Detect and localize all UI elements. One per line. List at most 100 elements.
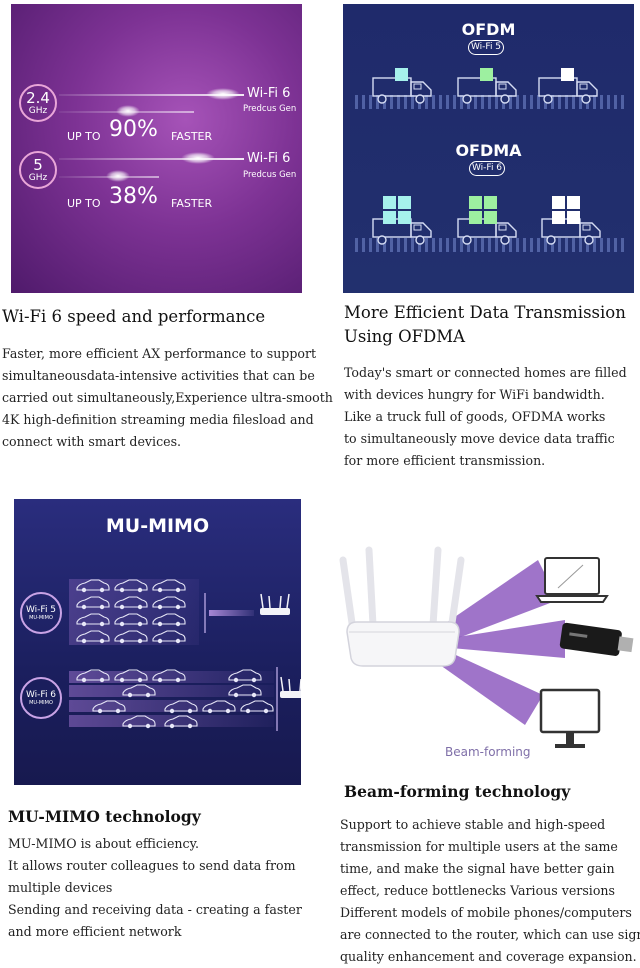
usb-adapter-icon	[559, 622, 634, 656]
wifi6-label-24: Wi-Fi 6	[247, 86, 291, 101]
speed-description: Faster, more efficient AX performance to…	[2, 343, 333, 453]
car-icon	[122, 684, 156, 698]
beamforming-line: Support to achieve stable and high-speed	[340, 817, 606, 832]
band-5-unit: GHz	[28, 173, 48, 183]
car-icon	[114, 579, 148, 593]
beamforming-line: are connected to the router, which can u…	[340, 927, 640, 942]
car-icon	[240, 700, 274, 714]
car-icon	[152, 669, 186, 683]
faster-label-24: FASTER	[171, 130, 213, 143]
band-24-value: 2.4	[26, 89, 50, 107]
speed-line: 4K high-definition streaming media files…	[2, 412, 314, 427]
beamforming-line: quality enhancement and coverage expansi…	[340, 949, 637, 964]
beamforming-heading: Beam-forming technology	[344, 782, 571, 801]
car-icon	[152, 596, 186, 610]
speed-gain-24: 90%	[109, 117, 158, 142]
truck-icon	[541, 196, 601, 245]
signal-beam	[451, 620, 565, 658]
wifi5-badge-sub: MU-MIMO	[29, 615, 53, 621]
ofdm-title: OFDM	[461, 20, 516, 39]
wifi6-mumimo-badge: Wi-Fi 6 MU-MIMO	[20, 677, 62, 719]
beamforming-line: time, and make the signal have better ga…	[340, 861, 615, 876]
speed-gain-5: 38%	[109, 184, 158, 209]
speed-beam-glow	[181, 152, 215, 164]
beamforming-illustration	[339, 546, 634, 748]
beamforming-line: transmission for multiple users at the s…	[340, 839, 618, 854]
wifi6-badge-label: Wi-Fi 6	[25, 690, 57, 700]
laptop-icon	[535, 557, 609, 603]
band-24ghz-badge: 2.4 GHz	[19, 84, 57, 122]
data-box	[395, 68, 408, 81]
speed-beam-line	[59, 94, 244, 96]
car-icon	[114, 596, 148, 610]
wifi6-traffic-lane	[69, 685, 274, 697]
signal-beam	[433, 650, 543, 725]
beamforming-image: Beam-forming	[333, 520, 639, 765]
car-icon	[152, 613, 186, 627]
mumimo-line: Sending and receiving data - creating a …	[8, 902, 302, 917]
truck-icon	[372, 68, 432, 104]
wifi-speed-image: 2.4 GHz Wi-Fi 6 Predcus Gen UP TO 90% FA…	[11, 4, 302, 293]
speed-heading: Wi-Fi 6 speed and performance	[2, 307, 266, 326]
wifi6-badge: Wi-Fi 6	[469, 161, 505, 176]
beamforming-line: Different models of mobile phones/comput…	[340, 905, 632, 920]
wifi6-traffic-lane	[69, 700, 274, 712]
wifi5-badge-label: Wi-Fi 5	[25, 605, 57, 615]
band-5-value: 5	[33, 156, 43, 174]
gen-label-5: Predcus Gen	[243, 170, 297, 180]
mumimo-description: MU-MIMO is about efficiency. It allows r…	[8, 833, 302, 943]
up-to-label-5: UP TO	[67, 197, 101, 210]
beamforming-description: Support to achieve stable and high-speed…	[340, 814, 640, 968]
ofdma-line: for more efficient transmission.	[344, 453, 546, 468]
mumimo-image: MU-MIMO Wi-Fi 5 MU-MIMO Wi-Fi 6 MU-MIMO	[14, 499, 301, 785]
wifi5-beam	[209, 610, 254, 616]
car-icon	[152, 630, 186, 644]
car-icon	[114, 613, 148, 627]
ofdma-description: Today's smart or connected homes are fil…	[344, 362, 627, 472]
mumimo-line: and more efficient network	[8, 924, 182, 939]
band-5ghz-badge: 5 GHz	[19, 151, 57, 189]
data-box	[561, 68, 574, 81]
router-icon	[279, 676, 301, 699]
truck-icon	[457, 196, 517, 245]
monitor-icon	[539, 688, 601, 748]
truck-illustrations	[372, 68, 601, 245]
car-icon	[228, 684, 262, 698]
speed-beam-glow	[116, 105, 140, 117]
speed-line: carried out simultaneously,Experience ul…	[2, 390, 333, 405]
truck-icon	[372, 196, 432, 245]
ofdma-title: OFDMA	[455, 141, 522, 160]
car-icon	[164, 715, 198, 729]
car-icon	[76, 613, 110, 627]
ofdma-line: Today's smart or connected homes are fil…	[344, 365, 627, 380]
car-icon	[76, 630, 110, 644]
car-icon	[76, 596, 110, 610]
wifi5-mumimo-badge: Wi-Fi 5 MU-MIMO	[20, 592, 62, 634]
truck-icon	[457, 68, 517, 104]
speed-line: simultaneousdata-intensive activities th…	[2, 368, 315, 383]
up-to-label-24: UP TO	[67, 130, 101, 143]
speed-beam-glow	[206, 88, 240, 100]
speed-beam-glow	[106, 170, 130, 182]
router-icon	[339, 546, 465, 667]
wifi6-badge-sub: MU-MIMO	[29, 700, 53, 706]
wifi6-label-5: Wi-Fi 6	[247, 151, 291, 166]
car-icon	[76, 669, 110, 683]
mumimo-line: multiple devices	[8, 880, 113, 895]
ofdma-line: to simultaneously move device data traff…	[344, 431, 615, 446]
gen-label-24: Predcus Gen	[243, 104, 297, 114]
car-icon	[164, 700, 198, 714]
lane-divider	[204, 593, 206, 633]
car-icon	[76, 579, 110, 593]
speed-line: connect with smart devices.	[2, 434, 182, 449]
ofdma-line: Like a truck full of goods, OFDMA works	[344, 409, 606, 424]
ofdm-comparison-image: OFDM Wi-Fi 5 OFDMA Wi-Fi 6	[343, 4, 634, 293]
car-icon	[152, 579, 186, 593]
truck-icon	[538, 68, 598, 104]
data-box	[480, 68, 493, 81]
ofdma-heading: More Efficient Data Transmission Using O…	[344, 301, 626, 349]
faster-label-5: FASTER	[171, 197, 213, 210]
car-icon	[122, 715, 156, 729]
ofdma-heading-line: Using OFDMA	[344, 327, 466, 346]
car-icon	[202, 700, 236, 714]
